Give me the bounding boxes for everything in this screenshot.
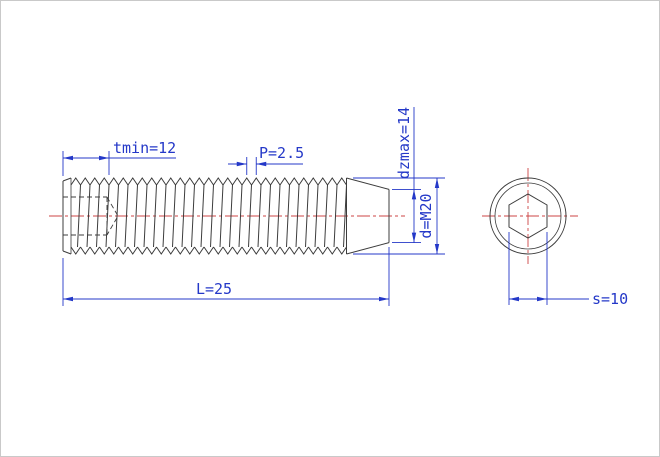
dimension-pitch: P=2.5 [228, 144, 304, 175]
pitch-arrow-left [236, 161, 247, 167]
thread-lines [70, 177, 347, 255]
thread-profile [70, 177, 347, 186]
outer-diameter-circle [489, 177, 567, 255]
length-extension-lines [62, 247, 390, 306]
thread-profile [70, 246, 347, 255]
length-arrow-left [63, 296, 73, 302]
socket-arrow-left [509, 296, 519, 302]
tmin-label: tmin=12 [113, 139, 176, 157]
tmin-arrow-left [63, 155, 73, 161]
dimension-tmin: tmin=12 [62, 139, 176, 176]
pitch-extension-lines [246, 157, 257, 175]
dzmax-extension-lines [392, 188, 421, 244]
side-view [62, 177, 390, 255]
socket-extension-lines [508, 232, 548, 305]
tmin-extension-lines [62, 151, 110, 176]
diameter-extension-lines [353, 177, 445, 255]
dzmax-arrow-top [411, 189, 417, 200]
socket-arrow-right [537, 296, 547, 302]
dzmax-label: dzmax=14 [395, 107, 413, 179]
screw-left-chamfer [62, 177, 72, 255]
tmin-arrow-right [99, 155, 109, 161]
socket-drill-cone [106, 196, 119, 236]
screw-tip-chamfer [346, 177, 390, 255]
centerlines [49, 168, 578, 264]
socket-label: s=10 [592, 290, 628, 308]
length-label: L=25 [196, 280, 232, 298]
hex-socket [508, 193, 548, 239]
diameter-label: d=M20 [417, 193, 435, 238]
dzmax-arrow-bottom [411, 232, 417, 243]
pitch-label: P=2.5 [259, 144, 304, 162]
dimension-diameter: d=M20 [353, 177, 445, 255]
minor-diameter-circle [494, 182, 562, 250]
dimension-dzmax: dzmax=14 [392, 107, 421, 244]
end-view [489, 177, 567, 255]
dimension-length: L=25 [62, 247, 390, 306]
length-arrow-right [379, 296, 389, 302]
hidden-socket-lines [63, 196, 119, 236]
diameter-arrow-top [434, 178, 440, 188]
thread-profile [77, 184, 347, 248]
pitch-arrow-right [256, 161, 267, 167]
diameter-arrow-bottom [434, 244, 440, 254]
dimension-socket-width: s=10 [508, 232, 628, 308]
